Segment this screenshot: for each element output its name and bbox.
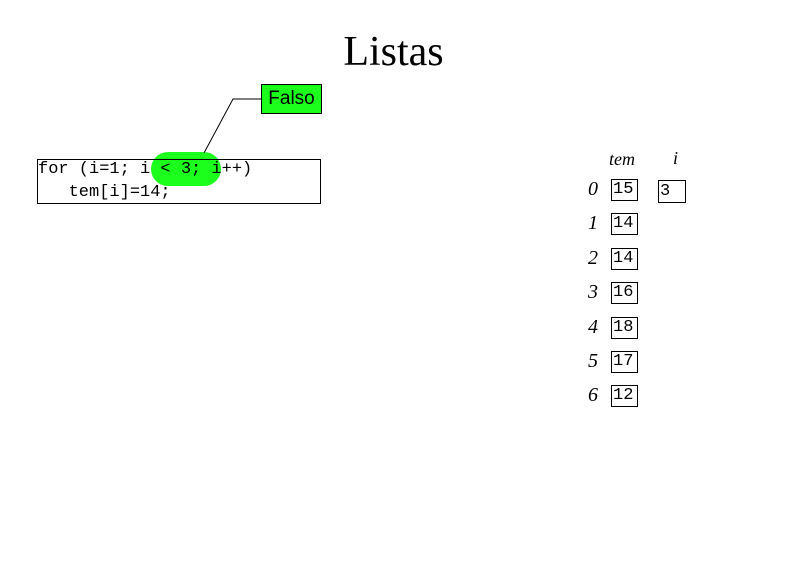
row-index-2: 2 [588, 247, 598, 269]
tem-cell-2: 14 [611, 248, 638, 270]
tem-cell-5: 17 [611, 351, 638, 373]
i-cell: 3 [658, 180, 686, 203]
tem-cell-0: 15 [611, 179, 638, 201]
tem-cell-6: 12 [611, 385, 638, 407]
row-index-0: 0 [588, 178, 598, 200]
code-block [37, 159, 321, 204]
row-index-4: 4 [588, 316, 598, 338]
row-index-1: 1 [588, 212, 598, 234]
column-header-tem: tem [609, 149, 635, 169]
code-line-assign: tem[i]=14; [38, 183, 171, 202]
row-index-6: 6 [588, 384, 598, 406]
condition-highlight [151, 152, 221, 186]
tem-cell-3: 16 [611, 282, 638, 304]
slide-title: Listas [343, 29, 444, 75]
tem-cell-4: 18 [611, 317, 638, 339]
row-index-3: 3 [588, 281, 598, 303]
tem-cell-1: 14 [611, 213, 638, 235]
column-header-i: i [673, 148, 679, 168]
code-line-for: for (i=1; i < 3; i++) [38, 160, 253, 179]
row-index-5: 5 [588, 350, 598, 372]
callout-label: Falso [261, 84, 322, 114]
